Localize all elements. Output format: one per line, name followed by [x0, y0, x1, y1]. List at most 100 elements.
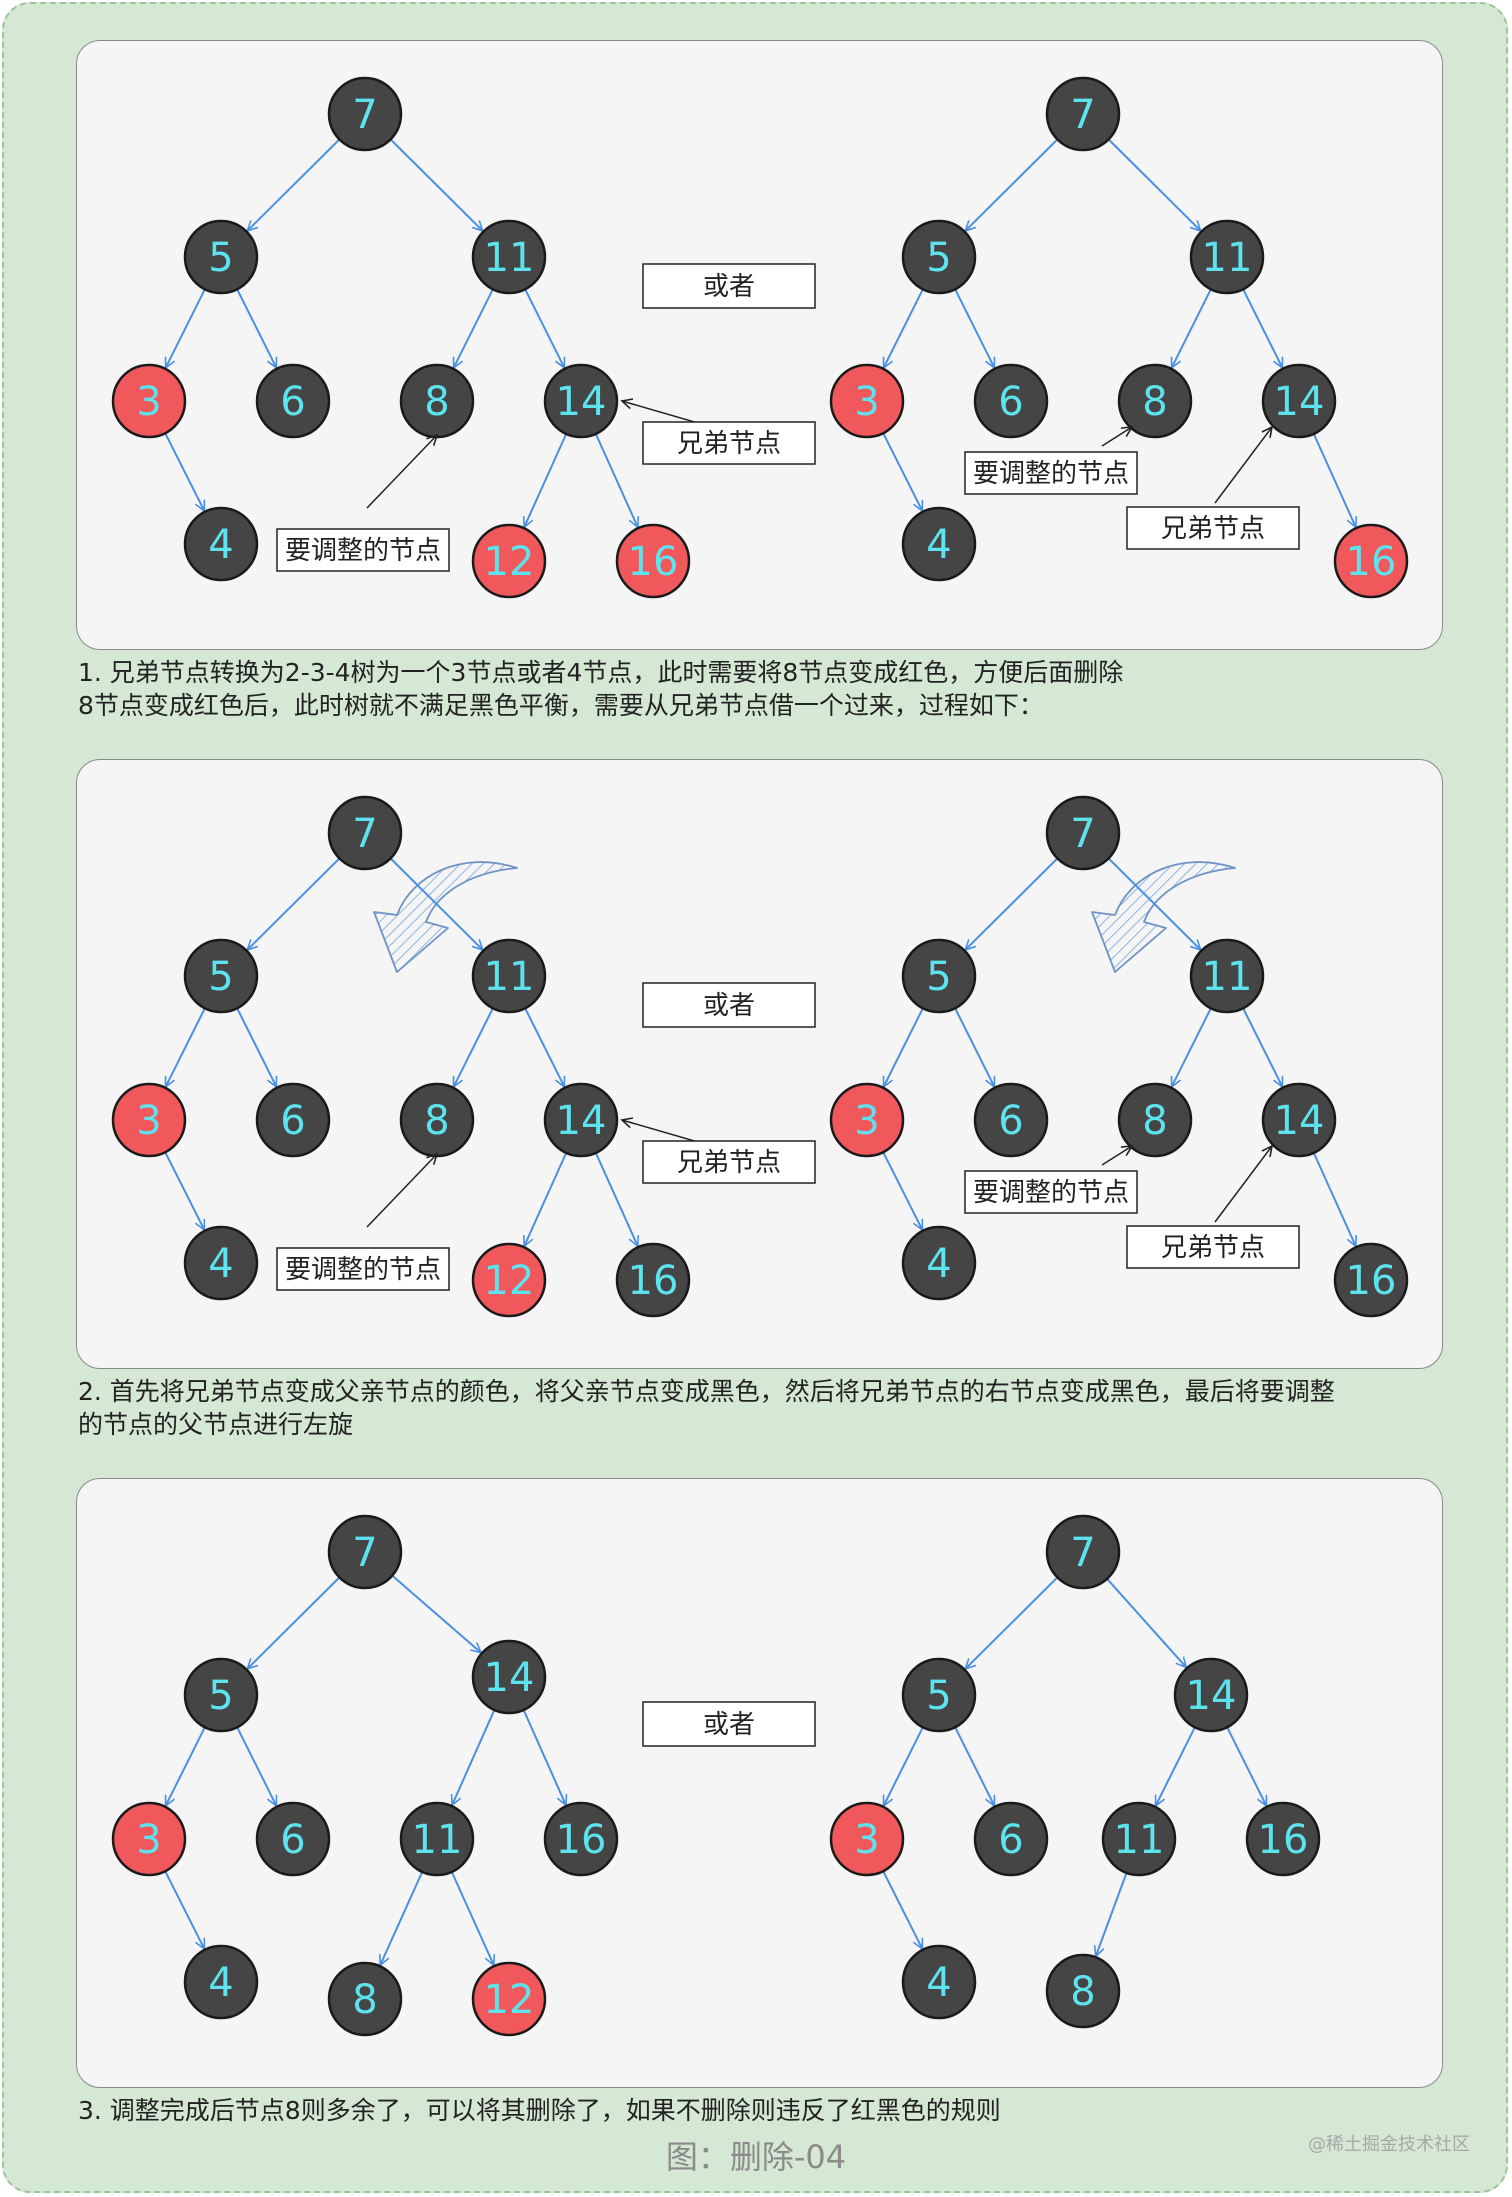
edge-n11-n8 [452, 1002, 497, 1089]
node-7: 7 [327, 795, 403, 871]
box-label: 兄弟节点 [677, 1148, 781, 1178]
edge-n11-n14 [1239, 283, 1284, 370]
box-label: 要调整的节点 [285, 1255, 441, 1285]
edge-n5-n3 [164, 283, 209, 370]
node-label: 12 [484, 1977, 535, 2023]
edge-n14-n16 [1310, 427, 1358, 529]
caption-line: 1. 兄弟节点转换为2-3-4树为一个3节点或者4节点，此时需要将8节点变成红色… [78, 658, 1124, 687]
caption-line: 3. 调整完成后节点8则多余了，可以将其删除了，如果不删除则违反了红黑色的规则 [78, 2096, 1001, 2125]
node-14: 14 [543, 1082, 619, 1158]
edge-n3-n4 [161, 427, 206, 513]
node-4: 4 [901, 1225, 977, 1301]
node-14: 14 [471, 1639, 547, 1715]
sibling-node-callout-left: 兄弟节点 [642, 421, 816, 465]
edge-n14-n16 [592, 427, 640, 529]
node-label: 6 [998, 1817, 1023, 1863]
or-label: 或者 [642, 982, 816, 1028]
edge-n14-n12 [522, 427, 570, 529]
edge-n14-n16 [592, 1146, 640, 1248]
node-7: 7 [327, 76, 403, 152]
node-label: 14 [484, 1655, 535, 1701]
box-label: 兄弟节点 [1161, 514, 1265, 544]
node-label: 8 [352, 1977, 377, 2023]
edge-n3-n4 [161, 1865, 206, 1951]
adjust-node-callout-right: 要调整的节点 [964, 1170, 1138, 1214]
edge-n11-n14 [521, 1002, 566, 1089]
edge-n5-n3 [882, 1002, 927, 1089]
box-label: 要调整的节点 [973, 1178, 1129, 1208]
edge-n7-n5 [963, 1572, 1063, 1671]
caption-line: 8节点变成红色后，此时树就不满足黑色平衡，需要从兄弟节点借一个过来，过程如下： [78, 691, 1044, 720]
edge-n5-n3 [164, 1721, 209, 1808]
callout-arrow [1214, 425, 1274, 504]
node-5: 5 [901, 1657, 977, 1733]
adjust-node-callout-right: 要调整的节点 [964, 451, 1138, 495]
edge-n11-n14 [521, 283, 566, 370]
sibling-node-callout-right: 兄弟节点 [1126, 506, 1300, 550]
node-label: 7 [352, 92, 377, 138]
node-label: 7 [352, 811, 377, 857]
node-4: 4 [183, 1225, 259, 1301]
adjust-node-callout-left: 要调整的节点 [276, 528, 450, 572]
node-5: 5 [901, 219, 977, 295]
node-6: 6 [255, 1082, 331, 1158]
edge-n7-n11 [385, 134, 485, 233]
node-3: 3 [829, 1082, 905, 1158]
node-label: 8 [1142, 1098, 1167, 1144]
edge-n11-n8 [1170, 283, 1215, 370]
node-label: 3 [136, 1817, 161, 1863]
edge-n5-n3 [164, 1002, 209, 1089]
node-8: 8 [327, 1961, 403, 2037]
node-label: 4 [208, 1241, 233, 1287]
box-label: 兄弟节点 [677, 429, 781, 459]
node-label: 3 [854, 379, 879, 425]
edge-n3-n4 [879, 1865, 924, 1951]
edge-n11-n8 [378, 1865, 426, 1967]
sibling-node-callout-left: 兄弟节点 [642, 1140, 816, 1184]
node-label: 11 [484, 235, 535, 281]
node-label: 6 [998, 1098, 1023, 1144]
edge-n7-n11 [385, 853, 485, 952]
node-12: 12 [471, 1242, 547, 1318]
node-3: 3 [111, 1082, 187, 1158]
node-11: 11 [471, 938, 547, 1014]
edge-n5-n6 [233, 1721, 278, 1808]
node-label: 7 [1070, 1530, 1095, 1576]
node-label: 3 [854, 1817, 879, 1863]
node-label: 11 [1202, 235, 1253, 281]
node-3: 3 [111, 363, 187, 439]
node-label: 16 [1346, 539, 1397, 585]
node-11: 11 [399, 1801, 475, 1877]
node-label: 8 [424, 1098, 449, 1144]
edge-n7-n5 [245, 853, 345, 952]
figure-title: 图：删除-04 [665, 2138, 847, 2176]
node-5: 5 [901, 938, 977, 1014]
node-label: 5 [208, 1673, 233, 1719]
node-8: 8 [399, 363, 475, 439]
node-label: 14 [556, 379, 607, 425]
edge-n7-n14 [386, 1570, 483, 1654]
box-label: 要调整的节点 [285, 536, 441, 566]
node-label: 11 [412, 1817, 463, 1863]
edge-n5-n6 [951, 1002, 996, 1089]
edge-n5-n3 [882, 283, 927, 370]
edge-n5-n6 [233, 283, 278, 370]
box-label: 或者 [703, 272, 755, 302]
edge-n5-n6 [233, 1002, 278, 1089]
node-label: 16 [556, 1817, 607, 1863]
edge-n7-n5 [245, 1572, 345, 1671]
adjust-node-callout-left: 要调整的节点 [276, 1247, 450, 1291]
node-8: 8 [1117, 363, 1193, 439]
edge-n7-n5 [963, 853, 1063, 952]
caption-line: 2. 首先将兄弟节点变成父亲节点的颜色，将父亲节点变成黑色，然后将兄弟节点的右节… [78, 1377, 1335, 1406]
node-8: 8 [1117, 1082, 1193, 1158]
box-label: 要调整的节点 [973, 459, 1129, 489]
caption-step-1: 1. 兄弟节点转换为2-3-4树为一个3节点或者4节点，此时需要将8节点变成红色… [78, 656, 1478, 722]
node-12: 12 [471, 1961, 547, 2037]
node-11: 11 [1101, 1801, 1177, 1877]
node-5: 5 [183, 938, 259, 1014]
